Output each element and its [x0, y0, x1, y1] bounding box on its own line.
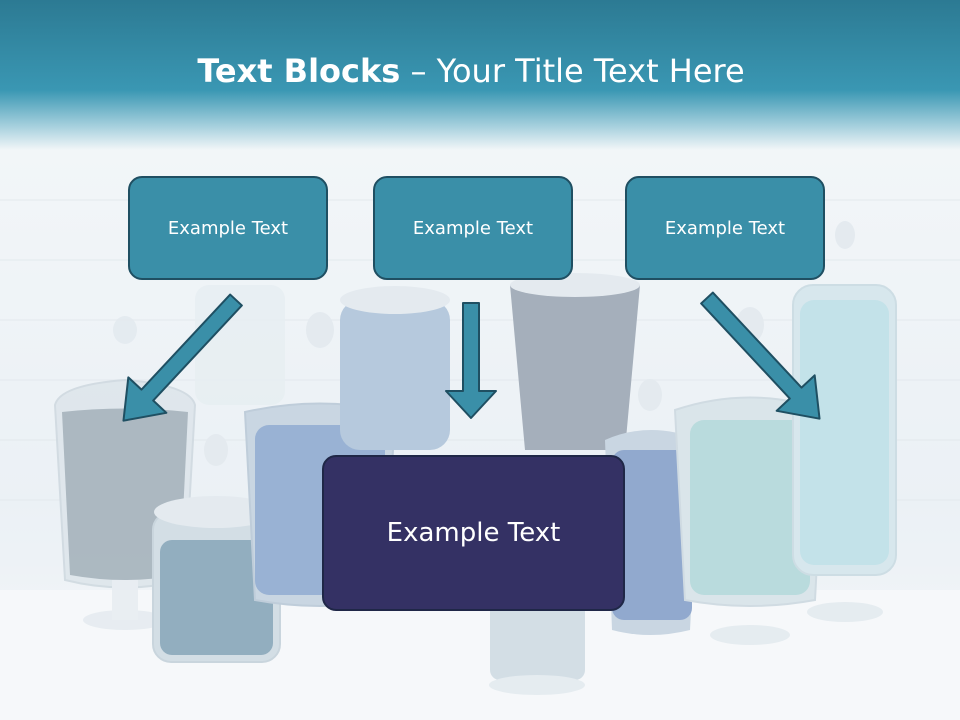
- jar-center-bottom: [489, 600, 585, 695]
- text-block-center[interactable]: Example Text: [322, 455, 625, 611]
- jar-blue-licorice: [152, 434, 281, 663]
- title-bar: [0, 0, 960, 150]
- text-block-center-label: Example Text: [386, 518, 561, 548]
- slide-title: Text Blocks – Your Title Text Here: [0, 52, 942, 90]
- jar-blue-balls-2: [340, 286, 450, 450]
- text-block-2[interactable]: Example Text: [373, 176, 573, 280]
- arrow-left-shape: [122, 293, 243, 422]
- arrow-right: [700, 291, 821, 420]
- jar-light-blue-balls: [792, 221, 897, 622]
- jar-macarons: [673, 307, 827, 645]
- text-block-1[interactable]: Example Text: [128, 176, 328, 280]
- jar-blue-right: [605, 379, 700, 635]
- arrow-middle: [445, 302, 497, 419]
- arrow-middle-shape: [445, 302, 497, 419]
- arrow-left: [122, 293, 243, 422]
- arrow-right-shape: [700, 291, 821, 420]
- text-block-2-label: Example Text: [412, 217, 534, 239]
- title-bold-part: Text Blocks: [197, 52, 401, 90]
- text-block-1-label: Example Text: [167, 217, 289, 239]
- title-rest-part: – Your Title Text Here: [400, 52, 745, 90]
- text-block-3-label: Example Text: [664, 217, 786, 239]
- text-block-3[interactable]: Example Text: [625, 176, 825, 280]
